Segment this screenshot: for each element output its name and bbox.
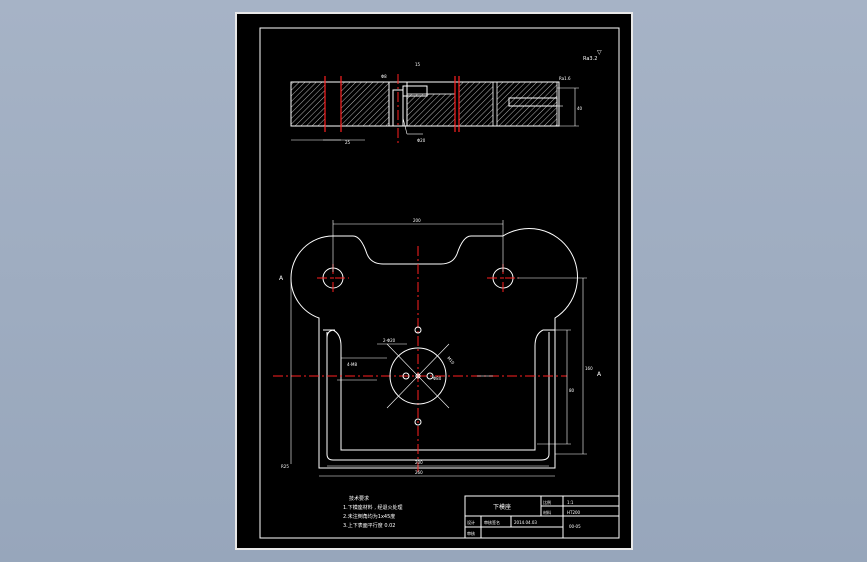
dim-bottom-left: R25 xyxy=(281,464,289,469)
hole-label-2: 2-Φ20 xyxy=(383,338,396,343)
tech-note-0: 技术要求 xyxy=(349,495,369,502)
drawing-number: 00-05 xyxy=(569,524,581,529)
top-dim-left: 25 xyxy=(345,140,351,145)
part-name: 下模座 xyxy=(493,503,511,511)
top-dim-holes: Φ20 xyxy=(417,138,426,143)
hole-label-1: 4-M8 xyxy=(347,362,357,367)
dim-top-width: 200 xyxy=(413,218,421,223)
material-label: 材料 xyxy=(543,509,551,515)
section-mark-right: A xyxy=(597,371,602,378)
cad-drawing: Φ20 Φ8 15 40 Ra1.6 25 Ra3.2 ▽ xyxy=(259,27,620,539)
reviewer-label: 审核 xyxy=(467,530,475,536)
dim-right-inner: 80 xyxy=(569,388,575,393)
drawing-sheet: Φ20 Φ8 15 40 Ra1.6 25 Ra3.2 ▽ xyxy=(235,12,633,550)
date-value: 2014.04.03 xyxy=(514,520,537,525)
plan-view: 4-M8 2-Φ20 M10 Φ80 200 160 80 A A 200 26… xyxy=(273,218,602,477)
section-depth: 40 xyxy=(577,106,583,111)
center-boss xyxy=(389,347,447,405)
dim-bottom-inner: 200 xyxy=(415,460,423,465)
material-value: HT200 xyxy=(567,510,581,515)
dim-bottom-outer: 260 xyxy=(415,470,423,475)
tech-note-3: 3.上下表面平行度 0.02 xyxy=(343,522,396,529)
top-roughness: Ra1.6 xyxy=(559,76,571,81)
top-dim-small: Φ8 xyxy=(381,74,387,79)
technical-notes: 技术要求 1.下模座材料 , 经退火处理 2.未注倒角均为1x45度 3.上下表… xyxy=(343,495,403,529)
scale-value: 1:1 xyxy=(567,500,574,505)
inner-frame xyxy=(259,27,620,539)
tech-note-1: 1.下模座材料 , 经退火处理 xyxy=(343,504,403,511)
surface-mark: ▽ xyxy=(597,49,602,56)
corner-roughness: Ra3.2 xyxy=(583,56,597,62)
section-mark-left: A xyxy=(279,275,284,282)
designer-value: 审核签名 xyxy=(484,519,500,525)
scale-label: 比例 xyxy=(543,499,551,505)
hole-label-3: M10 xyxy=(446,355,456,365)
center-label: Φ80 xyxy=(433,376,442,381)
designer-label: 设计 xyxy=(467,519,475,525)
dim-right-height: 160 xyxy=(585,366,593,371)
title-block: 下模座 比例 1:1 材料 HT200 设计 审核签名 2014.04.03 审… xyxy=(464,495,620,539)
section-view: Φ20 Φ8 15 40 Ra1.6 25 xyxy=(290,62,583,145)
top-dim-center: 15 xyxy=(415,62,421,67)
tech-note-2: 2.未注倒角均为1x45度 xyxy=(343,513,395,520)
